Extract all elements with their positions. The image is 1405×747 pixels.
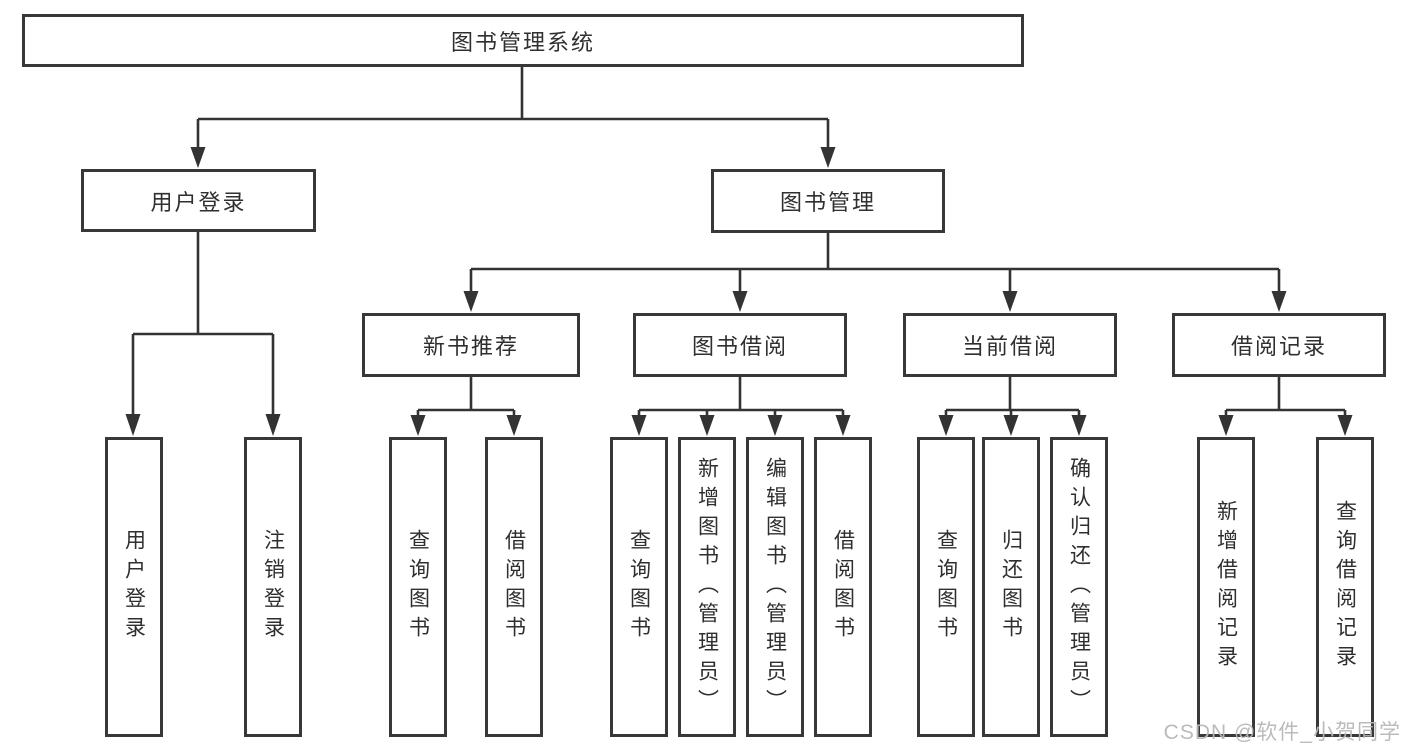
branch-borrow-records-children [1218,377,1353,436]
connector-line [131,232,275,416]
node-label: 图书借阅 [691,334,788,359]
node-label: 归还图书 [999,529,1023,645]
leaf-query-books-current: 查询图书 [917,437,975,737]
node-label: 当前借阅 [961,334,1058,359]
arrowhead [410,415,426,436]
arrowhead [125,414,141,436]
connector-line [469,233,1281,293]
branch-book-mgmt-sections [463,233,1287,312]
node-label: 图书管理 [779,190,876,215]
node-label: 用户登录 [122,529,146,645]
node-label: 借阅图书 [502,529,526,645]
arrowhead [1002,291,1018,312]
node-current-borrow: 当前借阅 [903,313,1117,377]
node-book-management: 图书管理 [711,169,945,233]
node-label: 注销登录 [261,529,285,645]
node-label: 查询图书 [627,529,651,645]
connector-line [416,377,516,417]
connector-line [1224,377,1347,417]
node-label: 确认归还（管理员） [1067,456,1091,718]
arrowhead [732,291,748,312]
arrowhead [1337,415,1353,436]
leaf-confirm-return-admin: 确认归还（管理员） [1050,437,1108,737]
node-label: 编辑图书（管理员） [763,456,787,718]
node-label: 新增图书（管理员） [695,456,719,718]
connector-line [944,377,1081,417]
branch-current-borrow-children [938,377,1087,436]
arrowhead [1218,415,1234,436]
leaf-query-books-recommend: 查询图书 [389,437,447,737]
arrowhead [699,415,715,436]
branch-root-to-level2 [190,66,836,168]
leaf-borrow-books: 借阅图书 [814,437,872,737]
node-user-login: 用户登录 [81,169,316,232]
leaf-return-books: 归还图书 [982,437,1040,737]
leaf-edit-books-admin: 编辑图书（管理员） [746,437,804,737]
csdn-watermark: CSDN @软件_小贺同学 [1163,721,1401,744]
arrowhead [1003,415,1019,436]
node-label: 图书管理系统 [450,29,595,55]
leaf-query-books-borrow: 查询图书 [610,437,668,737]
leaf-add-borrow-record: 新增借阅记录 [1197,437,1255,737]
arrowhead [463,291,479,312]
arrowhead [265,414,281,436]
arrowhead [190,147,206,168]
arrowhead [631,415,647,436]
node-new-book-recommend: 新书推荐 [362,313,580,377]
leaf-query-borrow-record: 查询借阅记录 [1316,437,1374,737]
leaf-borrow-books-recommend: 借阅图书 [485,437,543,737]
arrowhead [835,415,851,436]
node-root-library-system: 图书管理系统 [22,14,1024,67]
node-book-borrow: 图书借阅 [633,313,847,377]
leaf-logout: 注销登录 [244,437,302,737]
arrowhead [767,415,783,436]
node-label: 查询图书 [934,529,958,645]
node-label: 用户登录 [150,189,247,215]
branch-new-book-recommend-children [410,377,522,436]
node-label: 借阅记录 [1230,334,1327,359]
branch-book-borrow-children [631,377,851,436]
arrowhead [506,415,522,436]
connector-line [196,66,830,149]
node-label: 借阅图书 [831,529,855,645]
node-borrow-records: 借阅记录 [1172,313,1386,377]
node-label: 查询图书 [406,529,430,645]
node-label: 新书推荐 [422,334,519,359]
branch-user-login-children [125,232,281,436]
arrowhead [1071,415,1087,436]
leaf-add-books-admin: 新增图书（管理员） [678,437,736,737]
leaf-user-login: 用户登录 [105,437,163,737]
arrowhead [938,415,954,436]
connector-line [637,377,845,417]
node-label: 新增借阅记录 [1214,500,1238,674]
node-label: 查询借阅记录 [1333,500,1357,674]
arrowhead [820,147,836,168]
arrowhead [1271,291,1287,312]
